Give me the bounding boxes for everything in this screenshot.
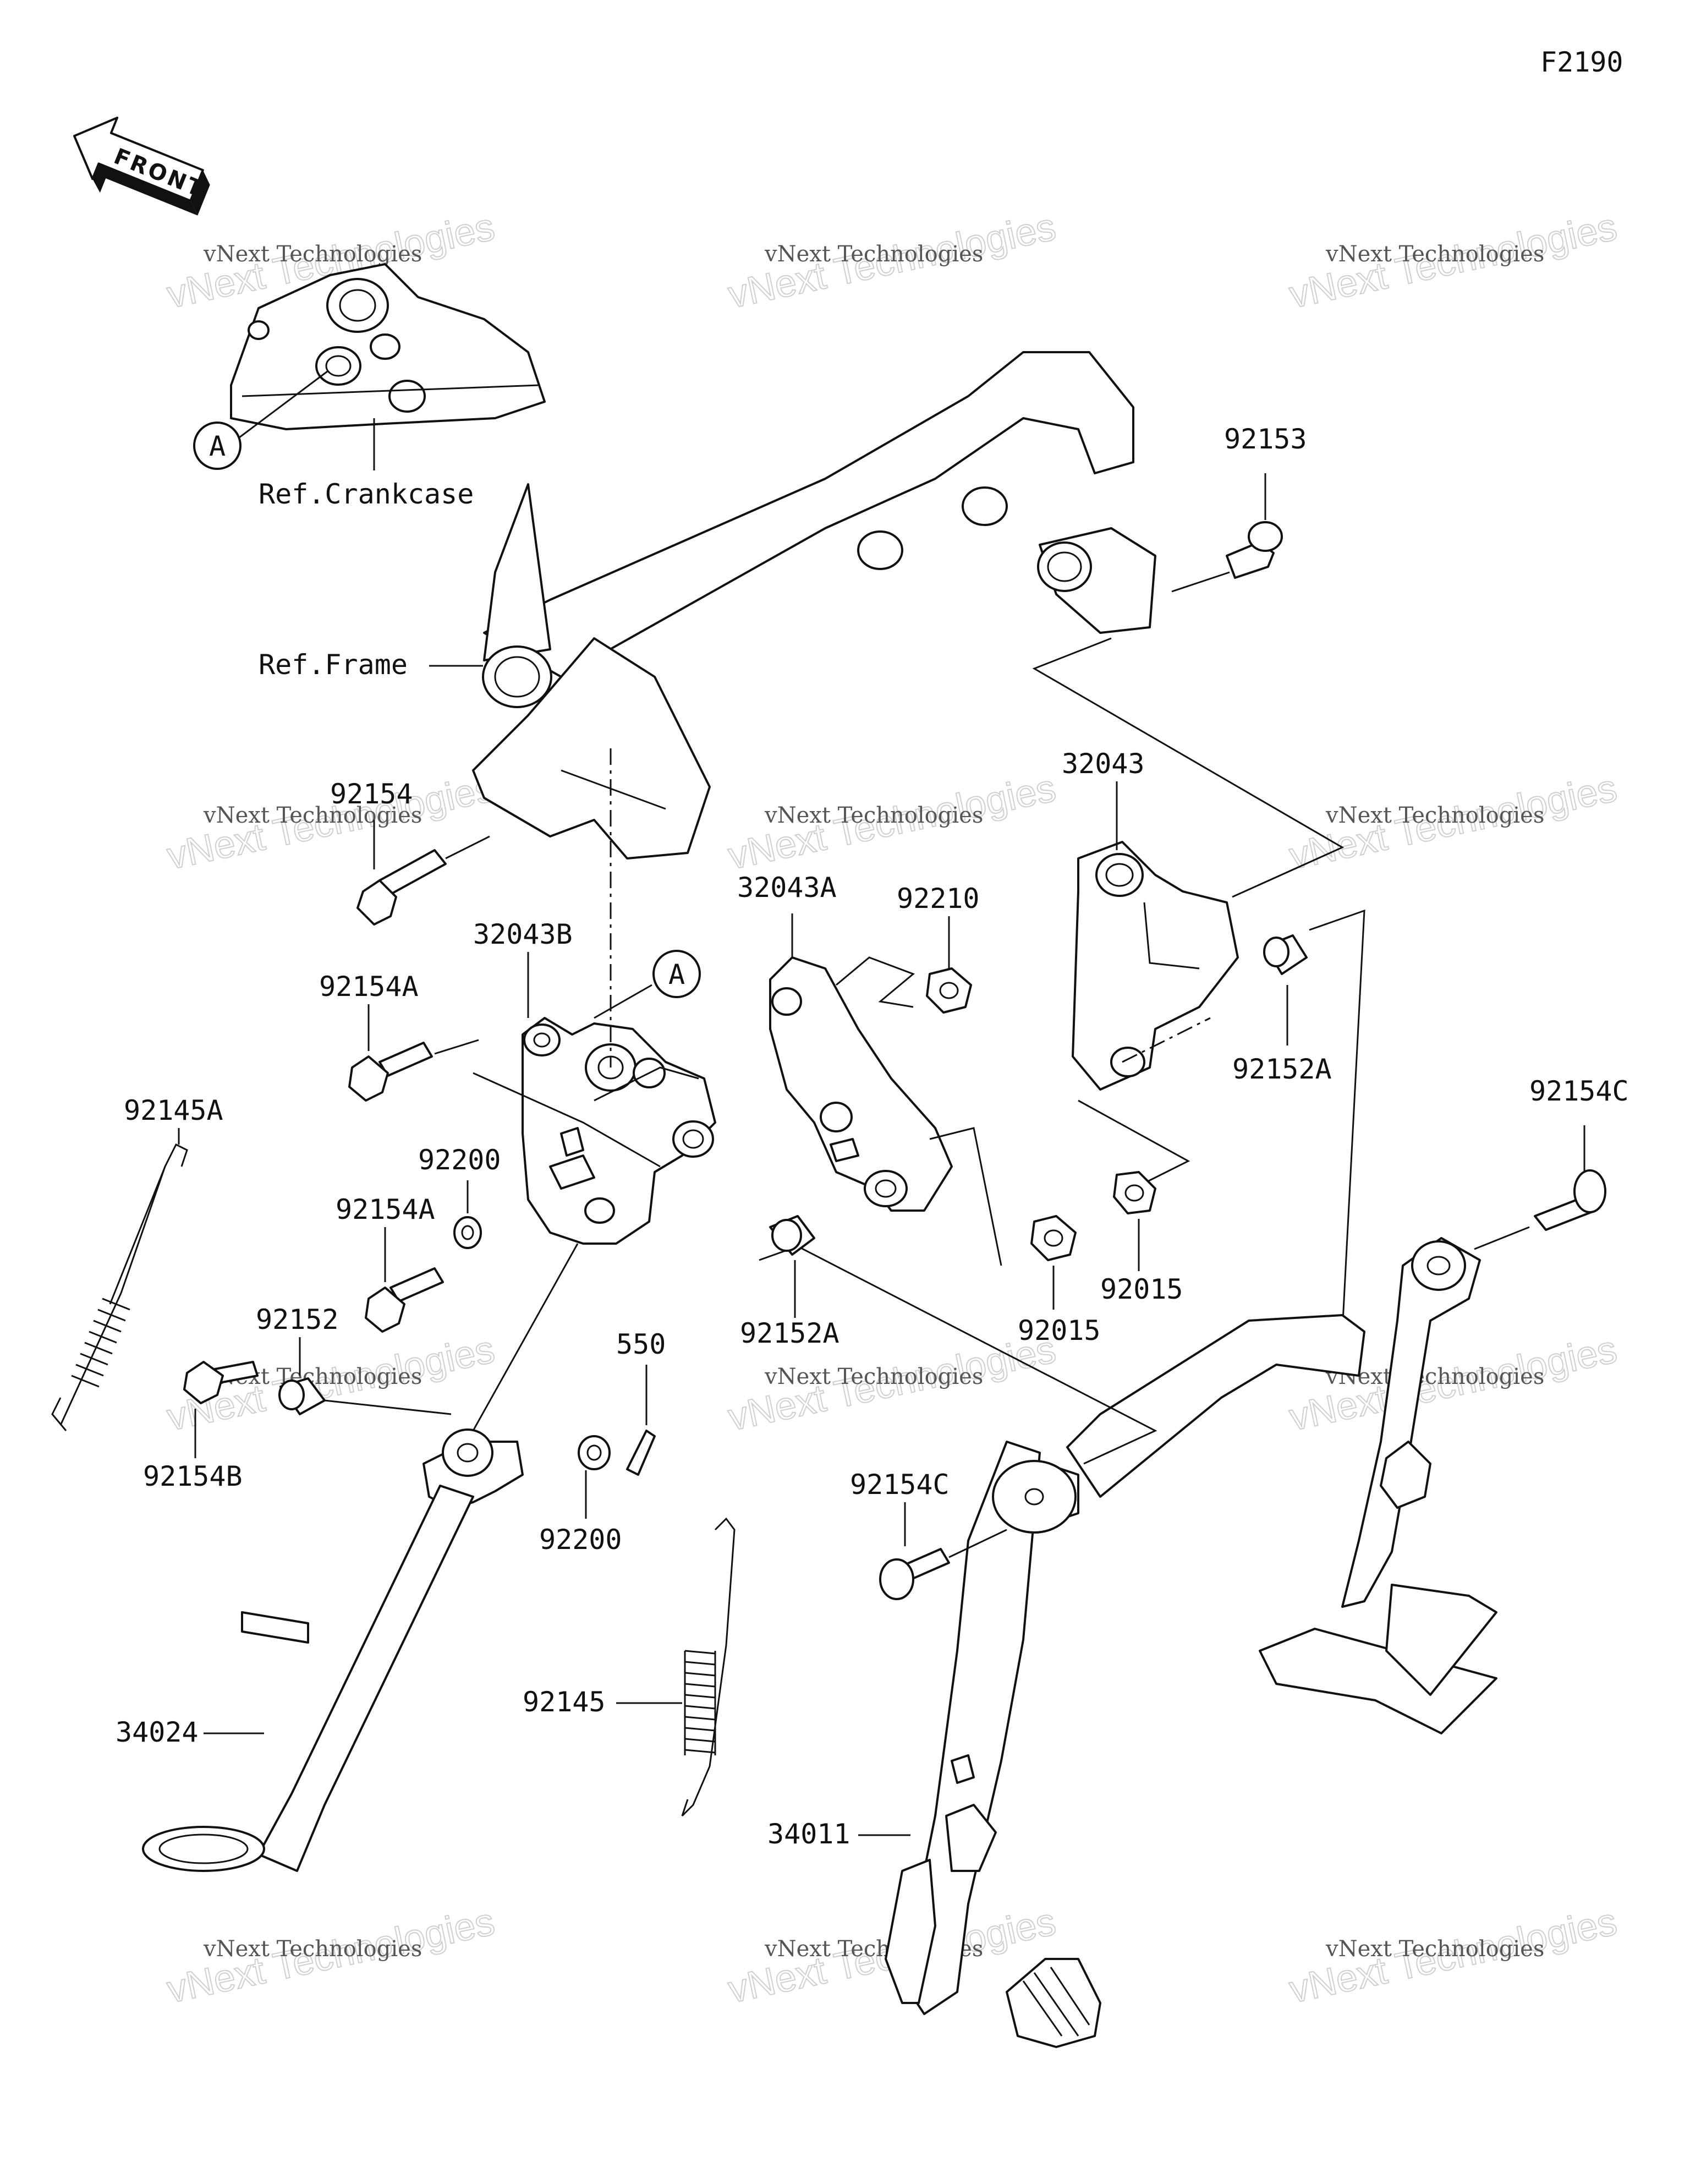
bolt-92154	[356, 849, 447, 926]
label-32043a: 32043A	[737, 872, 837, 904]
bolt-92154c-lower	[879, 1548, 950, 1600]
label-ref-crankcase: Ref.Crankcase	[259, 478, 474, 510]
svg-text:vNext Technologies: vNext Technologies	[1325, 242, 1544, 267]
crankcase-reference	[230, 263, 546, 430]
washer-92200-lower	[578, 1435, 611, 1470]
label-92154: 92154	[330, 778, 413, 810]
label-34024: 34024	[116, 1716, 199, 1748]
label-92154a-upper: 92154A	[319, 971, 419, 1003]
front-arrow-icon: FRONT	[73, 116, 210, 216]
label-92152a-lower: 92152A	[740, 1317, 839, 1349]
collar-92152a-lower	[769, 1215, 815, 1256]
label-92145a: 92145A	[124, 1094, 223, 1126]
svg-text:vNext Technologies: vNext Technologies	[1325, 1364, 1544, 1389]
frame-reference	[472, 351, 1156, 860]
collar-92152	[278, 1377, 326, 1415]
collar-92152a-right	[1263, 934, 1308, 975]
svg-text:vNext Technologies: vNext Technologies	[203, 242, 422, 267]
bolt-92154a-lower	[365, 1267, 444, 1333]
svg-text:vNext Technologies: vNext Technologies	[764, 242, 983, 267]
side-stand-34024	[142, 1243, 579, 1872]
label-92210: 92210	[897, 883, 980, 915]
cotter-pin-550	[626, 1430, 656, 1476]
label-92015-right: 92015	[1100, 1273, 1183, 1305]
callout-a-middle: A	[668, 959, 685, 990]
label-92200-upper: 92200	[418, 1144, 501, 1176]
washer-92200-upper	[453, 1216, 482, 1249]
diagram-code: F2190	[1540, 46, 1623, 78]
label-ref-frame: Ref.Frame	[259, 649, 408, 681]
bracket-32043b	[522, 1017, 716, 1245]
spring-92145a	[51, 1143, 188, 1431]
svg-text:vNext Technologies: vNext Technologies	[1325, 803, 1544, 828]
bolt-92154a-upper	[348, 1042, 433, 1102]
label-92015-left: 92015	[1018, 1315, 1101, 1346]
bolt-92154b	[183, 1361, 259, 1404]
bolt-92153	[1226, 521, 1283, 579]
label-32043: 32043	[1062, 748, 1145, 780]
svg-text:vNext Technologies: vNext Technologies	[764, 1364, 983, 1389]
main-stand-34011	[885, 1237, 1497, 2048]
label-92152a-right: 92152A	[1232, 1053, 1332, 1085]
bracket-32043	[1072, 841, 1239, 1091]
svg-text:vNext Technologies: vNext Technologies	[203, 1936, 422, 1962]
svg-text:vNext Technologies: vNext Technologies	[1325, 1936, 1544, 1962]
bolt-92154c-right	[1534, 1169, 1606, 1231]
bracket-32043a	[769, 956, 953, 1212]
svg-text:vNext Technologies: vNext Technologies	[203, 803, 422, 828]
callout-a-middle-circle	[652, 950, 701, 998]
nut-92015-left	[1030, 1215, 1077, 1261]
label-92154c-right: 92154C	[1529, 1075, 1629, 1107]
label-34011: 34011	[767, 1818, 851, 1850]
callout-a-crankcase: A	[209, 430, 226, 462]
label-550: 550	[616, 1328, 666, 1360]
nut-92210	[926, 967, 972, 1014]
label-92154c-lower: 92154C	[850, 1469, 950, 1501]
callout-a-crankcase-circle	[193, 422, 242, 470]
label-92154a-lower: 92154A	[336, 1194, 435, 1225]
svg-text:vNext Technologies: vNext Technologies	[764, 803, 983, 828]
label-32043b: 32043B	[473, 918, 573, 950]
label-92154b: 92154B	[143, 1460, 243, 1492]
nut-92015-right	[1113, 1171, 1156, 1214]
label-92145: 92145	[523, 1686, 606, 1718]
label-92200-lower: 92200	[539, 1524, 622, 1556]
label-92153: 92153	[1224, 423, 1307, 455]
spring-92145	[681, 1517, 736, 1817]
label-92152: 92152	[256, 1304, 339, 1335]
